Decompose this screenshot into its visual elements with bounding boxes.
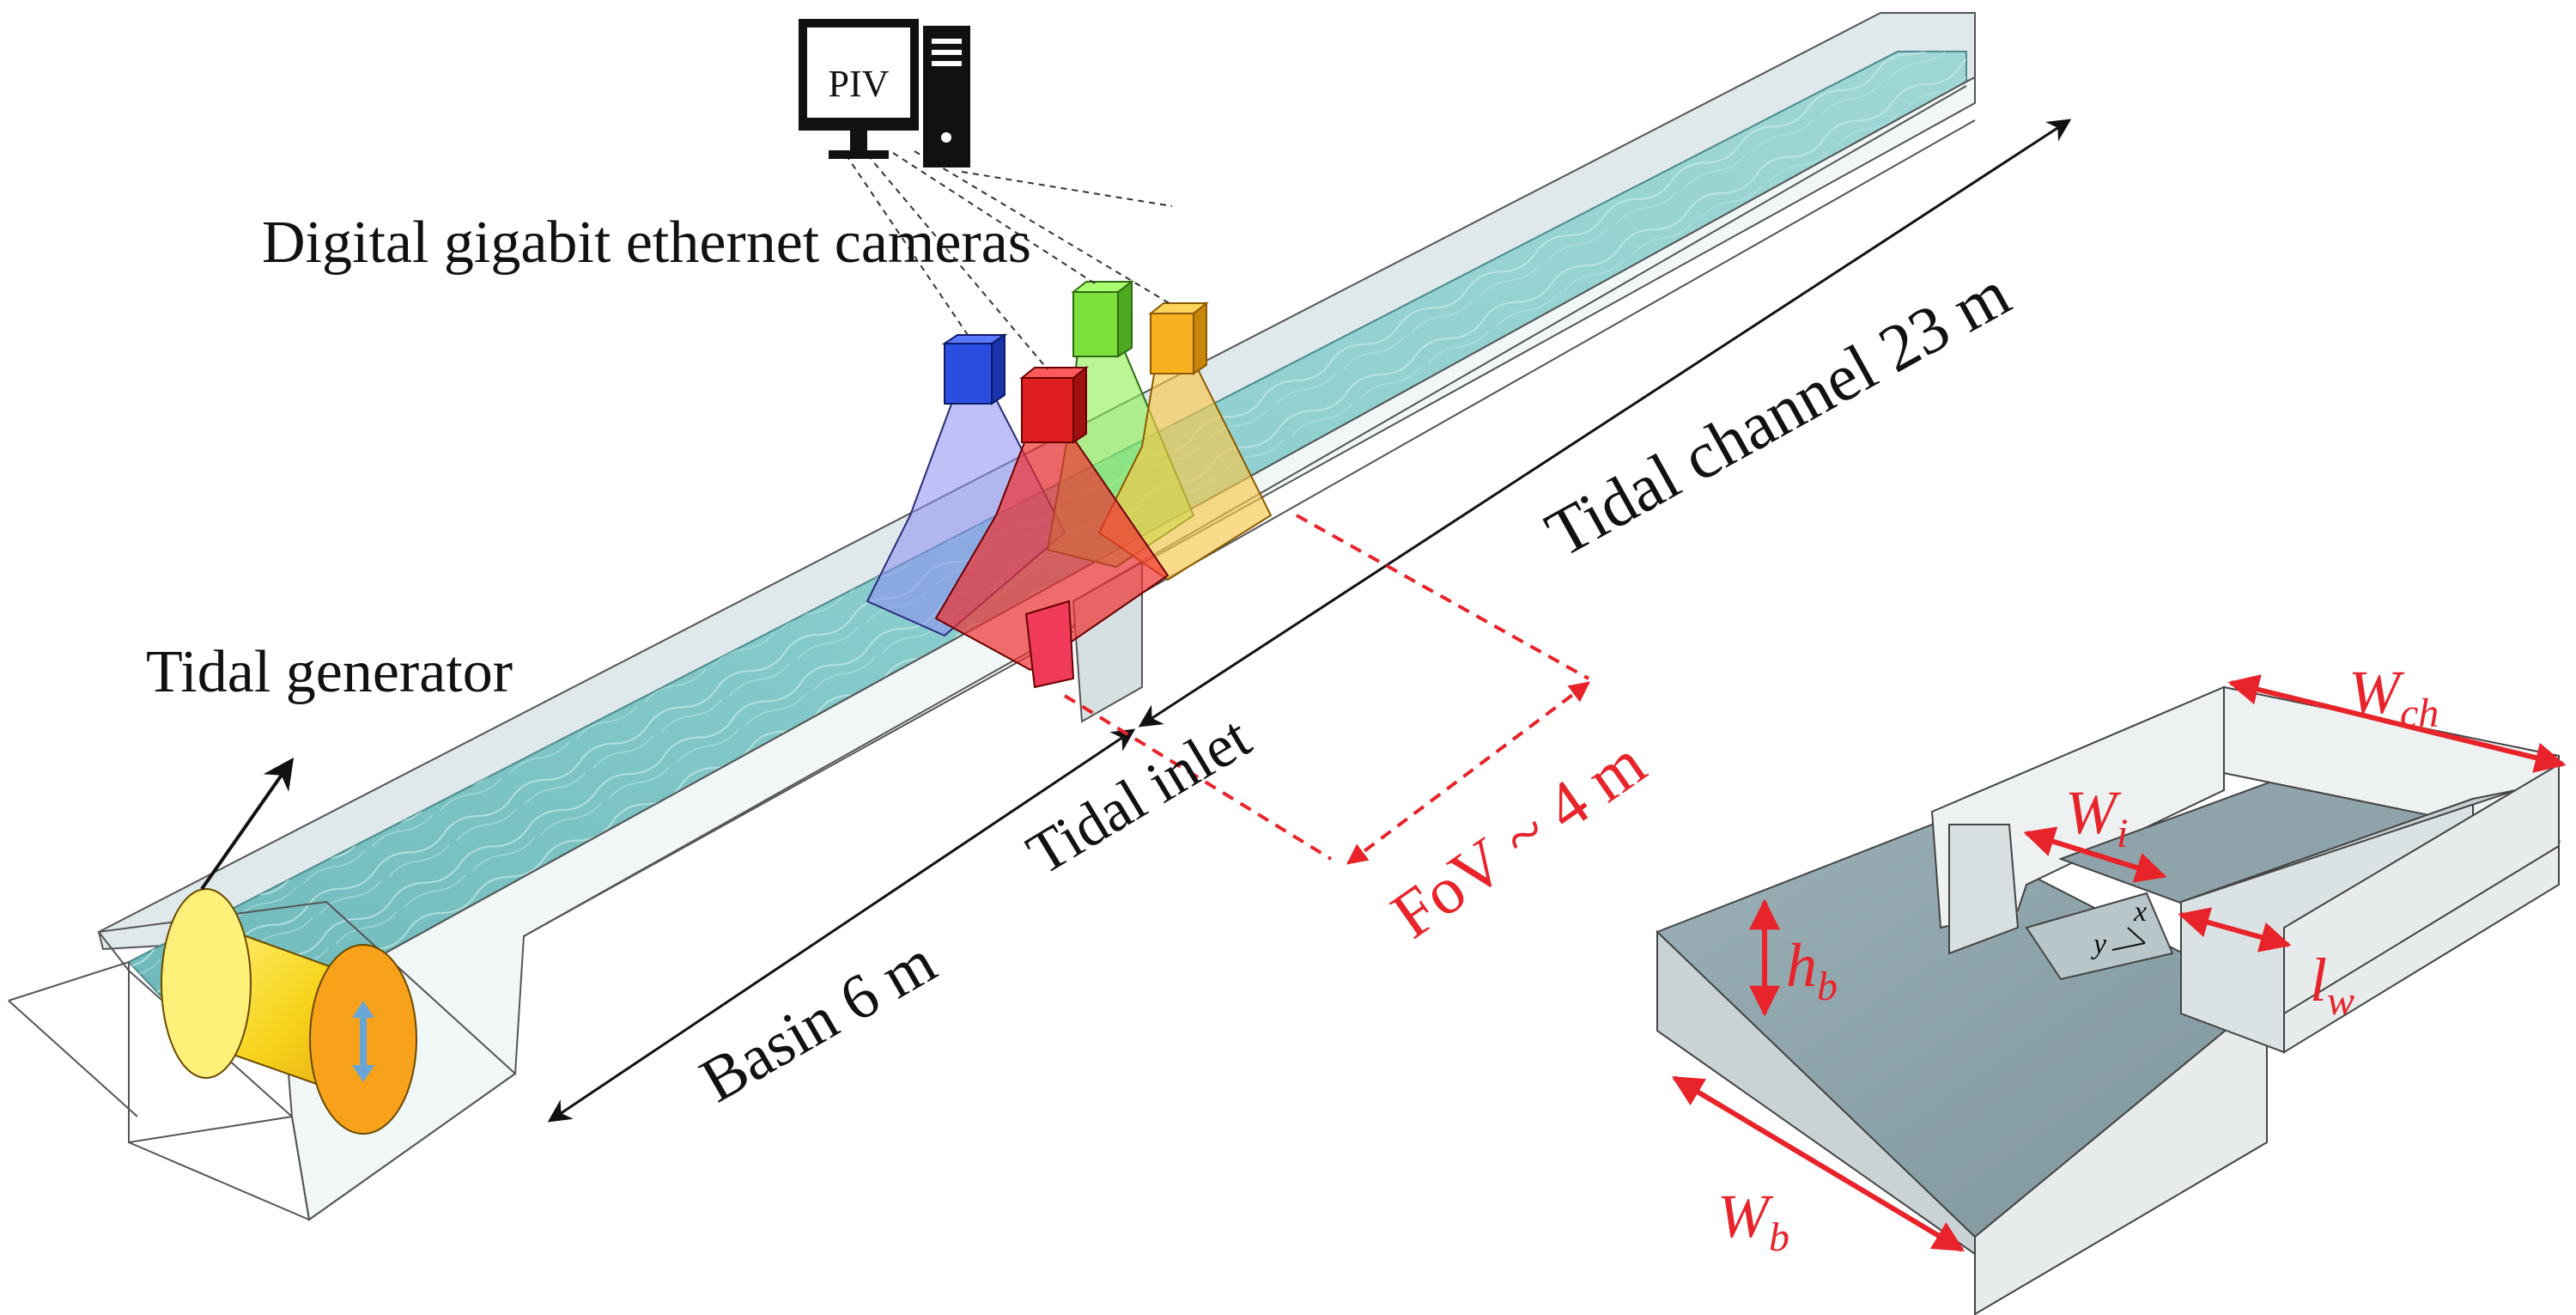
basin-floor-edge (128, 1141, 310, 1221)
red-camera-icon (1021, 377, 1074, 443)
piv-label: PIV (829, 63, 890, 105)
inset-axis-x-label: x (2133, 896, 2147, 928)
tidal-generator-label: Tidal generator (146, 639, 513, 705)
inset-inlet-gap (2025, 892, 2174, 981)
inset-axis-y-label: y (2091, 928, 2107, 960)
pc-tower-icon (923, 26, 970, 167)
generator-pointer-arrow (200, 758, 295, 891)
green-camera-icon (1072, 291, 1119, 357)
w-ch-label: Wch (2348, 658, 2439, 736)
blue-camera-icon (944, 343, 993, 405)
oscillation-arrow-icon (352, 1001, 374, 1082)
l-w-label: lw (2310, 946, 2354, 1024)
camera-cables (845, 150, 1173, 370)
inlet-marker (1024, 600, 1075, 689)
inset-dimensions (1671, 674, 2567, 1252)
w-i-arrow (2023, 826, 2167, 883)
inset-basin-front-wall (1974, 994, 2268, 1315)
inset-channel-front-wall (2283, 763, 2560, 1054)
camera-array (866, 280, 1273, 689)
fov-label: FoV ~ 4 m (1378, 725, 1659, 953)
l-w-arrow (2178, 907, 2292, 953)
w-i-label: Wi (2065, 778, 2128, 856)
h-b-label: hb (1786, 931, 1838, 1009)
basin-length-arrow (547, 728, 1136, 1123)
w-b-label: Wb (1717, 1182, 1789, 1260)
piv-computer: PIV (799, 19, 970, 167)
basin-label: Basin 6 m (690, 927, 948, 1117)
orange-camera-icon (1150, 313, 1194, 374)
inset-y-axis (2111, 942, 2146, 951)
generator-support-frame (8, 960, 293, 1144)
channel-length-arrow (1138, 119, 2072, 728)
fov-indicator (1063, 514, 1590, 865)
cameras-title: Digital gigabit ethernet cameras (262, 210, 1031, 276)
inset-x-axis (2127, 927, 2146, 944)
w-ch-arrow (2227, 674, 2567, 773)
w-b-arrow (1671, 1075, 1965, 1252)
generator-frame-leg (8, 1000, 138, 1117)
drum-end-cap (161, 888, 252, 1079)
inset-back-wall-block (1948, 824, 2020, 955)
tidal-generator-drum (161, 888, 417, 1135)
